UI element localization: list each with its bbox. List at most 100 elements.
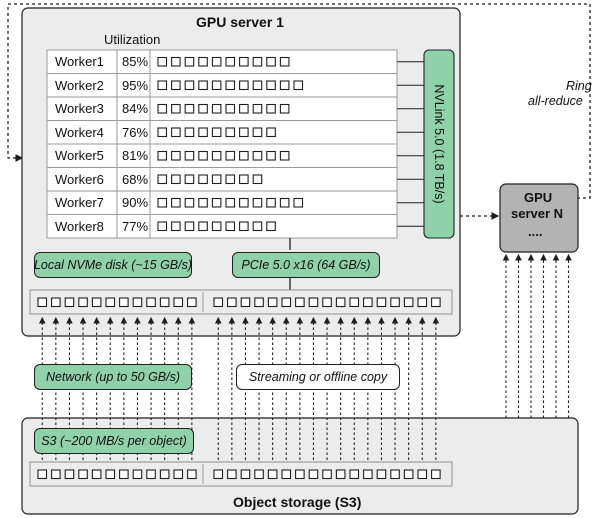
bus-block xyxy=(295,469,305,480)
bus-block xyxy=(335,297,346,308)
utilization-block xyxy=(184,127,195,138)
utilization-block xyxy=(184,80,195,91)
utilization-block xyxy=(225,150,236,161)
bus-block xyxy=(173,469,184,480)
bus-block xyxy=(173,297,184,308)
bus-block xyxy=(213,297,224,308)
utilization-block xyxy=(266,221,276,232)
gpu-server-n-box xyxy=(499,183,579,253)
gpu-server-n-title-2: server N xyxy=(511,206,564,221)
pcie-label: PCIe 5.0 x16 (64 GB/s) xyxy=(232,252,380,278)
utilization-block xyxy=(211,103,222,114)
bus-block xyxy=(363,297,373,308)
bus-block xyxy=(376,297,387,308)
worker-name: Worker4 xyxy=(55,124,104,140)
bus-block xyxy=(349,469,360,480)
utilization-block xyxy=(171,80,181,91)
utilization-block xyxy=(225,127,236,138)
bus-block xyxy=(91,469,102,480)
utilization-block xyxy=(252,150,263,161)
server1-bus-blocks xyxy=(37,292,441,312)
worker-name: Worker7 xyxy=(55,195,104,210)
utilization-block xyxy=(157,56,168,67)
utilization-block xyxy=(157,150,168,161)
utilization-block xyxy=(157,80,168,91)
utilization-block xyxy=(198,221,208,232)
utilization-block xyxy=(252,56,263,67)
bus-block xyxy=(240,469,251,480)
utilization-block xyxy=(252,174,263,185)
utilization-block xyxy=(171,197,181,208)
bus-block xyxy=(78,469,88,480)
bus-block xyxy=(37,469,48,480)
utilization-block xyxy=(157,127,168,138)
utilization-block xyxy=(171,127,181,138)
utilization-block xyxy=(225,221,236,232)
worker-utilization: 77% xyxy=(122,218,149,234)
bus-block xyxy=(213,469,224,480)
bus-block xyxy=(78,297,88,308)
utilization-block xyxy=(225,197,236,208)
worker-table xyxy=(46,49,398,239)
utilization-block xyxy=(211,150,222,161)
utilization-block xyxy=(252,221,263,232)
bus-block xyxy=(187,297,197,308)
utilization-block xyxy=(252,197,263,208)
worker-name: Worker1 xyxy=(55,54,104,69)
utilization-block xyxy=(211,174,222,185)
utilization-block xyxy=(184,56,195,67)
bus-block xyxy=(132,297,143,308)
bus-block xyxy=(146,297,156,308)
worker-name: Worker8 xyxy=(55,218,104,234)
bus-block xyxy=(51,297,61,308)
utilization-block xyxy=(171,56,181,67)
utilization-block xyxy=(266,150,276,161)
bus-block xyxy=(91,297,102,308)
utilization-block xyxy=(252,127,263,138)
bus-block xyxy=(254,469,264,480)
utilization-block xyxy=(225,56,236,67)
bus-block xyxy=(403,469,414,480)
utilization-block xyxy=(157,103,168,114)
bus-block xyxy=(105,469,116,480)
bus-block xyxy=(267,297,278,308)
server1-bus-strip xyxy=(29,289,453,315)
utilization-block xyxy=(157,197,168,208)
nvlink-label: NVLink 5.0 (1.8 TB/s) xyxy=(432,84,446,204)
utilization-block xyxy=(279,80,290,91)
nvlink-bar xyxy=(423,49,455,239)
bus-block xyxy=(159,297,170,308)
utilization-block xyxy=(266,197,276,208)
utilization-block xyxy=(198,174,208,185)
bus-block xyxy=(281,469,292,480)
bus-block xyxy=(240,297,251,308)
bus-block xyxy=(281,297,292,308)
utilization-block xyxy=(239,127,249,138)
utilization-block xyxy=(171,103,181,114)
utilization-block xyxy=(266,56,276,67)
utilization-header: Utilization xyxy=(104,32,161,47)
utilization-block xyxy=(266,127,276,138)
utilization-block xyxy=(225,80,236,91)
bus-block xyxy=(308,469,319,480)
utilization-block xyxy=(211,221,222,232)
bus-block xyxy=(376,469,387,480)
utilization-block xyxy=(157,221,168,232)
bus-block xyxy=(37,297,48,308)
bus-block xyxy=(308,297,319,308)
utilization-block xyxy=(239,197,249,208)
utilization-block xyxy=(239,221,249,232)
utilization-block xyxy=(239,174,249,185)
worker-utilization: 85% xyxy=(122,54,149,69)
utilization-block xyxy=(252,103,263,114)
bus-block xyxy=(132,469,143,480)
utilization-block xyxy=(184,150,195,161)
utilization-block xyxy=(225,174,236,185)
utilization-block xyxy=(266,80,276,91)
gpu-server-n-ellipsis: .... xyxy=(528,224,543,239)
bus-block xyxy=(146,469,156,480)
ring-loop-line xyxy=(7,3,591,199)
bus-block xyxy=(64,469,75,480)
nvlink-connectors xyxy=(397,61,424,227)
utilization-block xyxy=(279,197,290,208)
